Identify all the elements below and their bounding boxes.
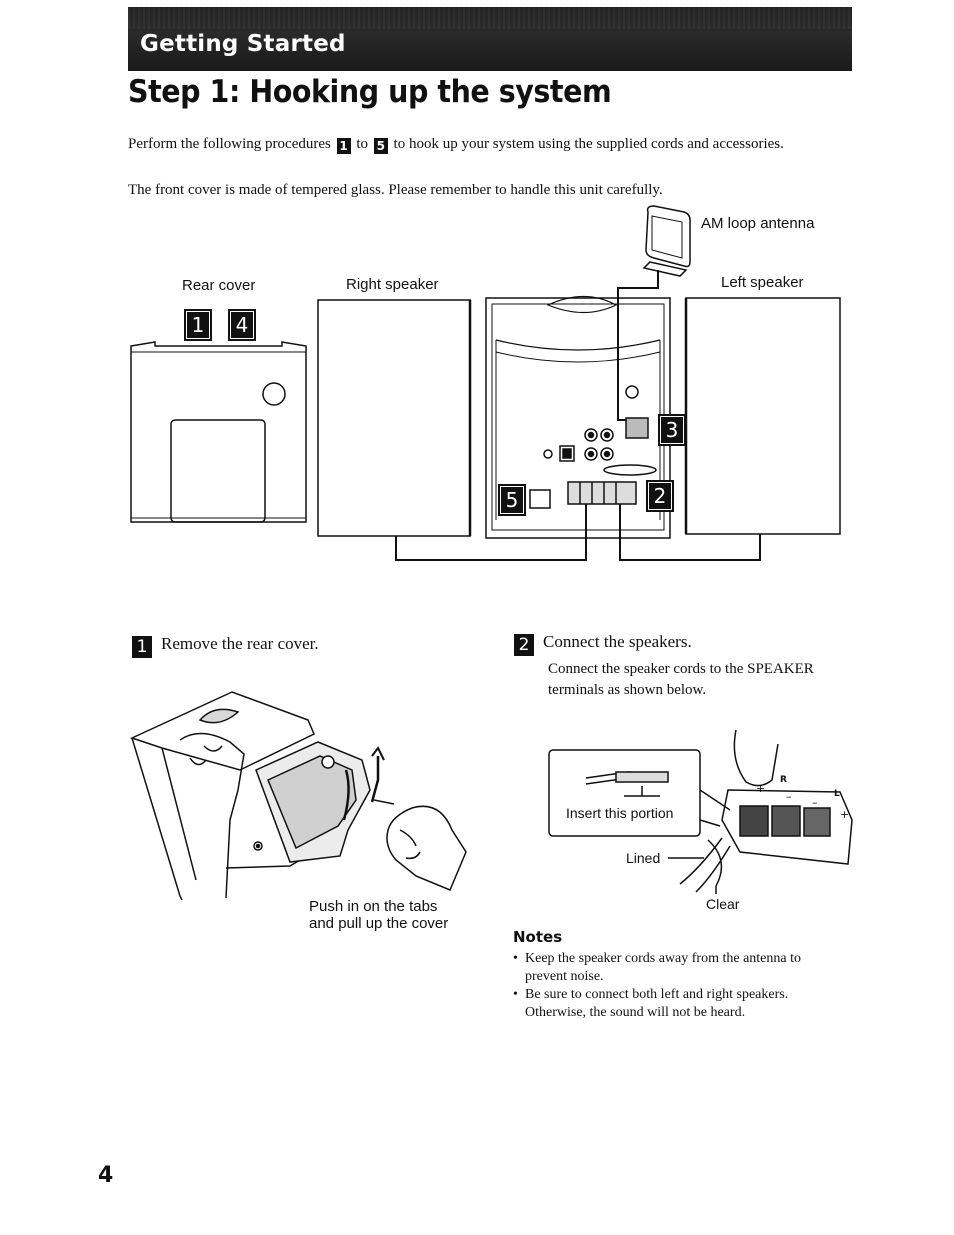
system-overview-diagram: [130, 205, 841, 561]
step-number-badge: 1: [336, 138, 351, 154]
step-2-instructions: Connect the speaker cords to the SPEAKER…: [548, 661, 814, 698]
callout-step-4: 4: [228, 309, 256, 341]
left-speaker-drawing: [684, 297, 841, 535]
terminal-plus-label: +: [756, 782, 765, 795]
banner-texture: [128, 7, 852, 29]
callout-step-1: 1: [184, 309, 212, 341]
page-number: 4: [98, 1163, 114, 1188]
notes-heading: Notes: [513, 928, 563, 946]
step-number-badge: 5: [373, 138, 388, 154]
callout-step-3: 3: [658, 414, 686, 446]
rear-cover-drawing: [130, 341, 307, 523]
right-speaker-drawing: [317, 299, 472, 537]
intro-paragraph-2: The front cover is made of tempered glas…: [128, 182, 663, 198]
step-1-caption-line-2: and pull up the cover: [309, 915, 449, 932]
terminal-r-label: R: [780, 775, 787, 785]
step-2-number: 2: [513, 633, 535, 657]
left-speaker-label: Left speaker: [721, 274, 804, 291]
lined-label: Lined: [626, 850, 661, 866]
terminal-minus-label-2: –: [812, 796, 818, 809]
intro-text-before: Perform the following procedures: [128, 136, 331, 152]
am-antenna-label: AM loop antenna: [701, 215, 815, 232]
clear-label: Clear: [706, 896, 740, 912]
page-title: Step 1: Hooking up the system: [128, 74, 612, 110]
step-1-heading-text: Remove the rear cover.: [161, 634, 319, 653]
am-loop-antenna-drawing: [617, 205, 691, 421]
callout-step-2: 2: [646, 480, 674, 512]
step-1-caption-line-1: Push in on the tabs: [309, 898, 438, 915]
step-2-heading: 2 Connect the speakers.: [513, 632, 692, 657]
note-item: Keep the speaker cords away from the ant…: [513, 950, 843, 986]
step-1-heading: 1 Remove the rear cover.: [131, 634, 319, 659]
notes-list: Keep the speaker cords away from the ant…: [513, 950, 843, 1022]
step-2-heading-text: Connect the speakers.: [543, 632, 692, 651]
terminal-plus-label-2: +: [840, 808, 849, 821]
note-item: Be sure to connect both left and right s…: [513, 986, 843, 1022]
right-speaker-label: Right speaker: [346, 276, 439, 293]
callout-step-5: 5: [498, 484, 526, 516]
intro-text-after: to hook up your system using the supplie…: [393, 136, 784, 152]
terminal-l-label: L: [834, 789, 840, 799]
terminal-minus-label: –: [786, 790, 792, 803]
intro-text-mid: to: [356, 136, 369, 152]
insert-portion-label: Insert this portion: [566, 805, 674, 821]
rear-cover-label: Rear cover: [182, 277, 256, 294]
speaker-cords: [395, 504, 761, 561]
intro-paragraph-1: Perform the following procedures 1 to 5 …: [128, 134, 808, 155]
main-unit-drawing: [485, 296, 671, 539]
step-1-number: 1: [131, 635, 153, 659]
section-label: Getting Started: [140, 31, 346, 57]
